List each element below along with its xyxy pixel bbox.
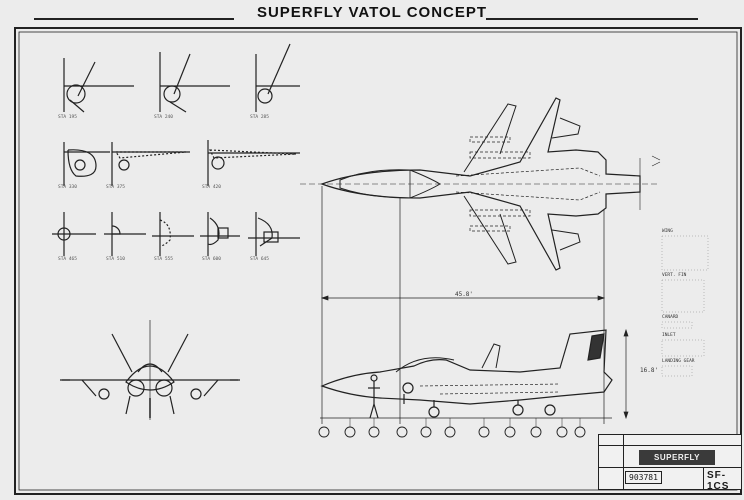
sheet-id: SF-1CS xyxy=(707,470,730,492)
title-block-name: SUPERFLY xyxy=(639,450,715,465)
overall-height-label: 16.8' xyxy=(640,367,658,374)
title-block-rule xyxy=(599,467,741,468)
section-view-3 xyxy=(255,43,300,112)
projection-lines xyxy=(321,186,605,424)
title-block: SUPERFLY 903781 SF-1CS xyxy=(598,434,742,492)
section-view-6 xyxy=(207,140,300,186)
drawing-title: SUPERFLY VATOL CONCEPT xyxy=(256,4,488,21)
svg-text:INLET: INLET xyxy=(662,332,676,338)
section-view-10 xyxy=(200,212,240,256)
svg-text:STA 510: STA 510 xyxy=(106,256,125,262)
svg-text:STA 330: STA 330 xyxy=(58,184,77,190)
section-view-11 xyxy=(248,212,300,256)
svg-text:STA 645: STA 645 xyxy=(250,256,269,262)
svg-text:WING: WING xyxy=(662,228,673,234)
section-view-2 xyxy=(159,52,230,113)
plan-view-notes: WING VERT. FIN CANARD INLET LANDING GEAR xyxy=(661,228,709,377)
drawing-number: 903781 xyxy=(625,471,662,484)
section-view-9 xyxy=(152,212,194,256)
svg-text:STA 285: STA 285 xyxy=(250,114,269,120)
title-underline-left xyxy=(34,18,234,20)
svg-text:STA 195: STA 195 xyxy=(58,114,77,120)
overall-length-label: 45.8' xyxy=(455,291,473,298)
svg-text:STA 240: STA 240 xyxy=(154,114,173,120)
pilot-figure xyxy=(368,374,380,419)
svg-text:VERT. FIN: VERT. FIN xyxy=(662,272,687,278)
svg-text:LANDING GEAR: LANDING GEAR xyxy=(662,358,695,364)
svg-text:STA 375: STA 375 xyxy=(106,184,125,190)
plan-view xyxy=(300,97,661,271)
title-block-rule xyxy=(623,435,624,489)
drawing-border xyxy=(14,27,742,495)
svg-text:STA 420: STA 420 xyxy=(202,184,221,190)
length-dimension xyxy=(320,295,606,301)
section-view-1 xyxy=(63,58,134,113)
svg-text:STA 600: STA 600 xyxy=(202,256,221,262)
front-view xyxy=(60,320,240,420)
side-view xyxy=(320,329,613,419)
height-dimension xyxy=(623,328,629,420)
title-block-rule xyxy=(599,445,741,446)
station-markers xyxy=(318,418,586,438)
title-underline-right xyxy=(486,18,698,20)
section-view-4 xyxy=(63,142,110,186)
svg-text:STA 465: STA 465 xyxy=(58,256,77,262)
title-block-rule xyxy=(703,467,704,489)
section-view-5 xyxy=(111,142,190,186)
svg-text:CANARD: CANARD xyxy=(662,314,679,320)
section-view-7 xyxy=(52,212,96,256)
svg-text:STA 555: STA 555 xyxy=(154,256,173,262)
section-view-8 xyxy=(104,212,146,256)
